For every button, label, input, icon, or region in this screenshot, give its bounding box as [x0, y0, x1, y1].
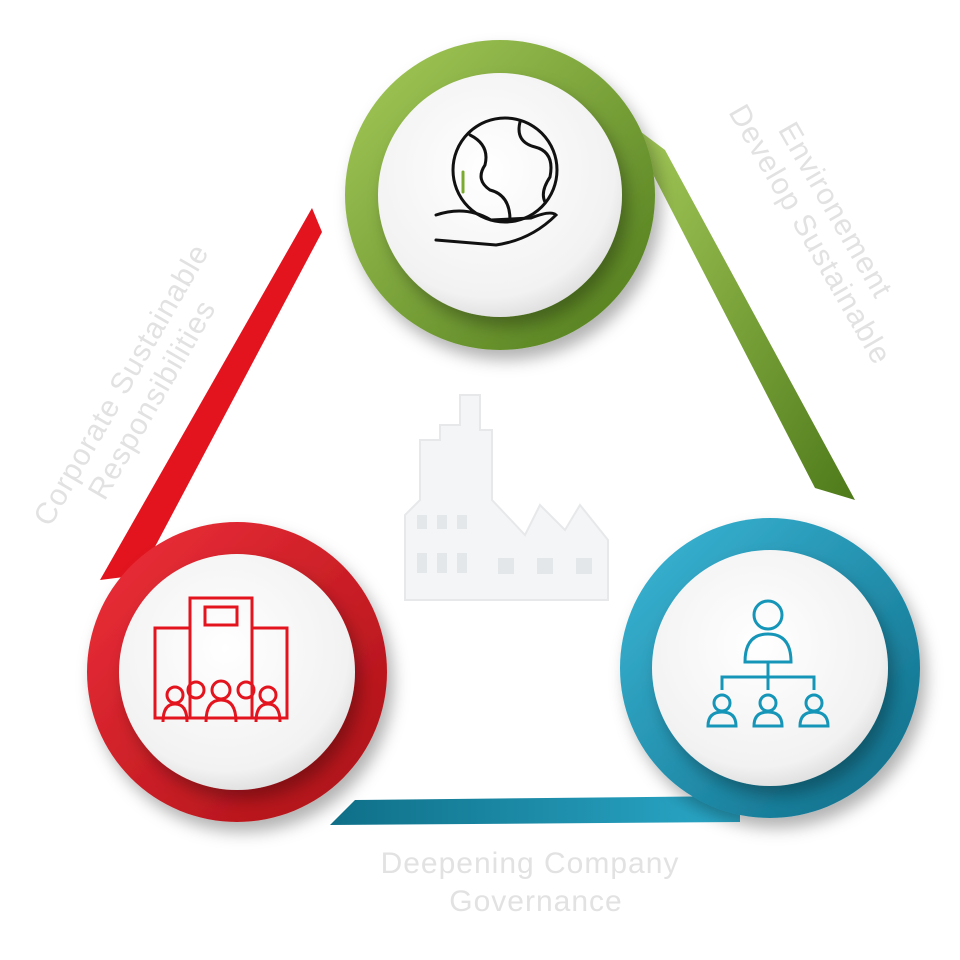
- blue-ribbon: [330, 796, 740, 825]
- governance-label-line1: Deepening Company: [381, 847, 680, 880]
- responsibility-label-line1: Corporate Sustainable: [27, 238, 215, 531]
- governance-label-line2: Governance: [449, 885, 622, 918]
- green-ribbon: [625, 120, 855, 500]
- responsibility-node[interactable]: [87, 522, 387, 822]
- office-building-people-icon: [153, 596, 289, 723]
- red-ribbon: [100, 208, 322, 580]
- factory-icon: [404, 394, 609, 601]
- environment-node[interactable]: [345, 40, 655, 350]
- org-hierarchy-icon: [706, 599, 830, 728]
- governance-node[interactable]: [620, 518, 920, 818]
- globe-in-hand-icon: [434, 116, 559, 247]
